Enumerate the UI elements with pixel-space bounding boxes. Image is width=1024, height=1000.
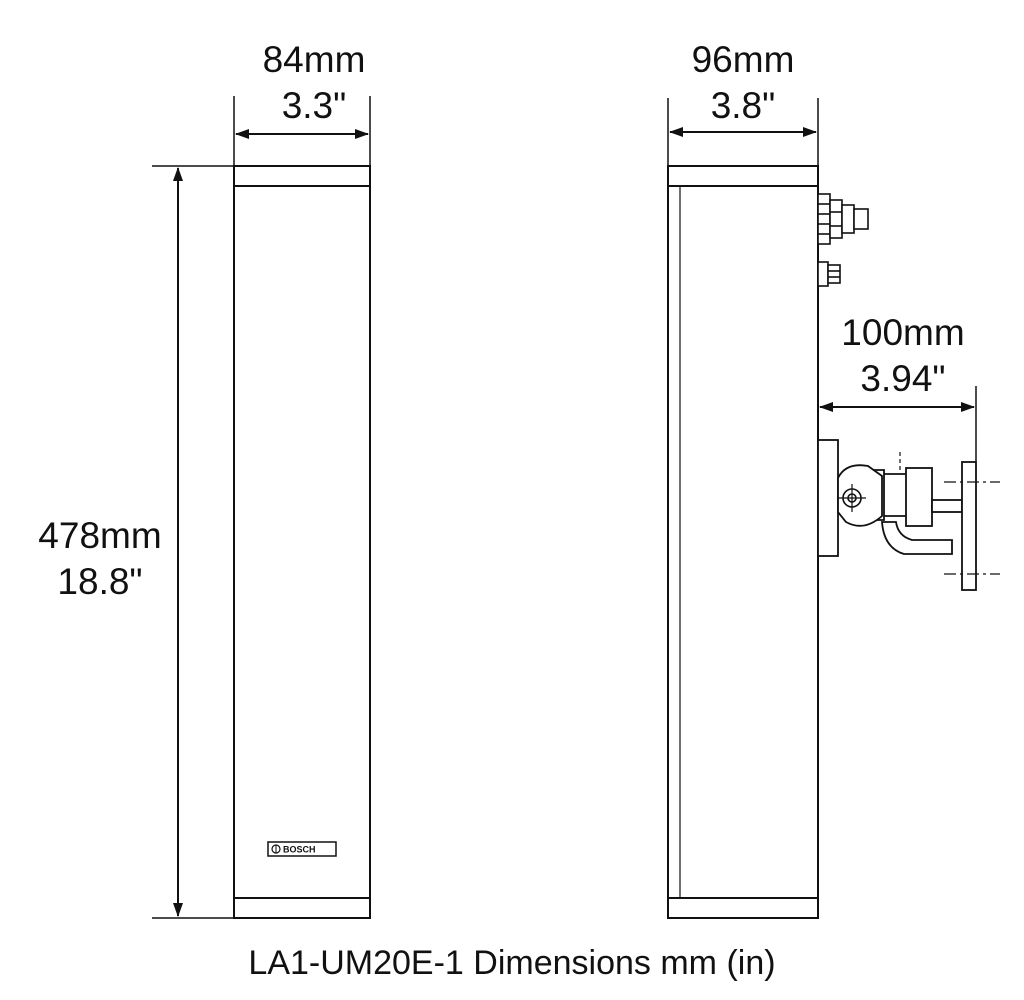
side-depth-dimension [667,98,819,166]
drawing-caption: LA1-UM20E-1 Dimensions mm (in) [248,944,776,982]
front-body [233,165,371,919]
bracket-depth-metric: 100mm [841,312,964,353]
bosch-logo: BOSCH [267,841,337,857]
front-width-imperial: 3.3" [282,85,347,126]
side-top-cap [667,165,819,187]
bracket-pivot-icon [838,484,866,512]
bracket-depth-imperial: 3.94" [860,358,945,399]
front-width-metric: 84mm [263,39,366,80]
side-view [667,165,819,919]
wall-plate-centerlines [944,481,1000,575]
front-view: BOSCH [233,165,371,919]
connector-nut [817,261,841,287]
cable-gland-icon [817,193,869,245]
height-imperial: 18.8" [57,561,142,602]
wall-bracket [817,439,977,591]
side-depth-metric: 96mm [692,39,795,80]
front-top-cap [233,165,371,187]
side-bottom-cap [667,897,819,919]
front-bottom-cap [233,897,371,919]
height-dimension [152,165,234,919]
bosch-logo-text: BOSCH [283,845,316,855]
height-metric: 478mm [38,515,161,556]
bracket-depth-dimension [817,386,977,462]
side-body [667,165,819,919]
front-width-dimension [233,96,371,166]
side-depth-imperial: 3.8" [711,85,776,126]
